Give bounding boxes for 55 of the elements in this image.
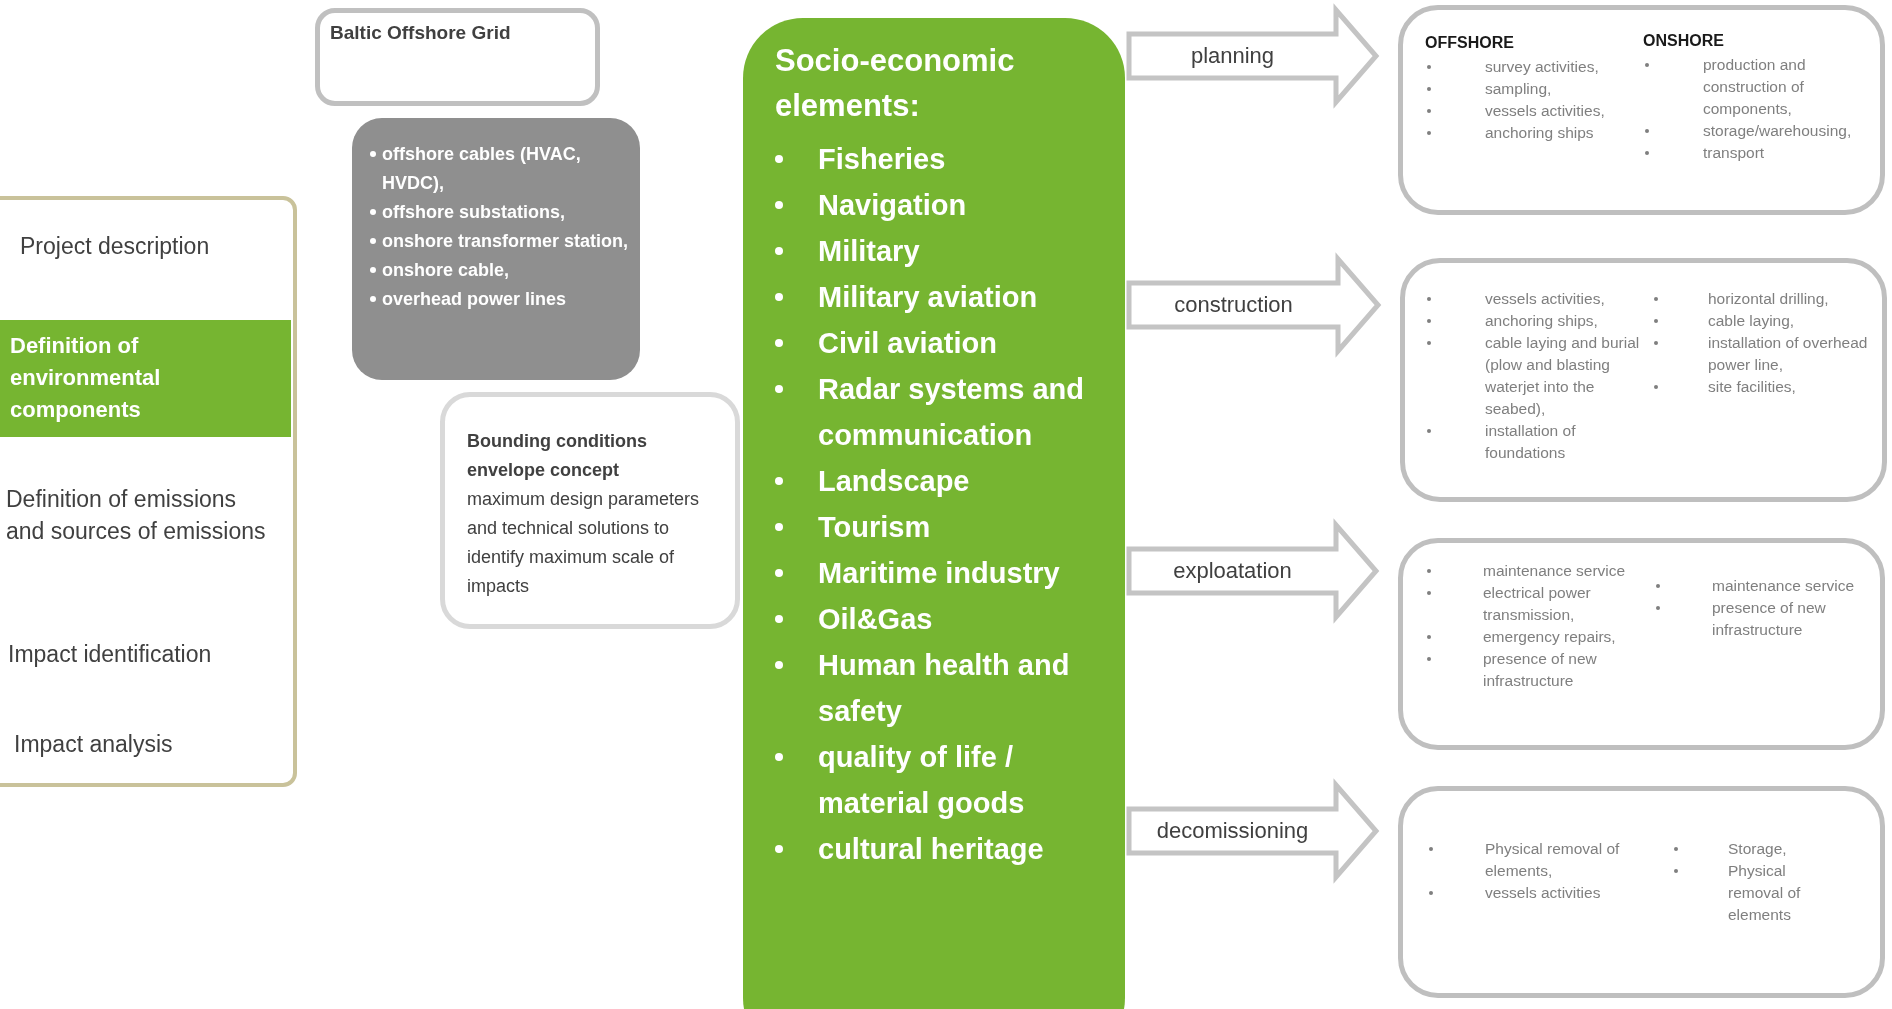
step-label: Definition of environmental components bbox=[10, 332, 162, 424]
list-item-text: cultural heritage bbox=[818, 832, 1045, 867]
step-label: Definition of emissions and sources of emissions bbox=[6, 485, 267, 546]
column-heading: ONSHORE bbox=[1643, 31, 1725, 51]
list-item-text: presence of new infrastructure bbox=[1483, 649, 1598, 691]
box-description: maximum design parameters and technical solutions to identify maximum scale of impacts bbox=[467, 488, 701, 598]
activities-box bbox=[1398, 5, 1885, 215]
list-item-text: Storage, bbox=[1728, 839, 1788, 859]
list-item-text: anchoring ships bbox=[1485, 123, 1595, 143]
list-item-text: Physical removal of elements bbox=[1728, 861, 1802, 925]
components-box bbox=[352, 118, 640, 380]
list-item-text: anchoring ships, bbox=[1485, 311, 1599, 331]
list-item-text: overhead power lines bbox=[382, 288, 568, 311]
activities-box bbox=[1400, 258, 1887, 502]
list-item-text: cable laying, bbox=[1708, 311, 1796, 331]
list-item-text: Military bbox=[818, 234, 921, 269]
list-item-text: Oil&Gas bbox=[818, 602, 934, 637]
step-label: Project description bbox=[20, 232, 211, 261]
list-item-text: site facilities, bbox=[1708, 377, 1797, 397]
list-item-text: installation of foundations bbox=[1485, 421, 1577, 463]
list-item-text: onshore transformer station, bbox=[382, 230, 630, 253]
list-item-text: Tourism bbox=[818, 510, 932, 545]
list-item-text: vessels activities bbox=[1485, 883, 1602, 903]
list-item-text: vessels activities, bbox=[1485, 289, 1606, 309]
steps-panel bbox=[0, 196, 297, 787]
concept-box bbox=[440, 392, 740, 629]
list-item-text: offshore substations, bbox=[382, 201, 566, 224]
box-heading: Baltic Offshore Grid bbox=[330, 21, 512, 45]
list-item-text: transport bbox=[1703, 143, 1766, 163]
step-label: Impact identification bbox=[8, 640, 213, 669]
column-heading: OFFSHORE bbox=[1425, 33, 1515, 53]
list-item-text: Fisheries bbox=[818, 142, 947, 177]
list-item-text: Maritime industry bbox=[818, 556, 1061, 591]
list-item-text: sampling, bbox=[1485, 79, 1553, 99]
project-box bbox=[315, 8, 600, 106]
activities-box bbox=[1398, 786, 1885, 998]
list-item-text: Landscape bbox=[818, 464, 971, 499]
socio-economic-panel bbox=[743, 18, 1125, 1009]
list-item-text: maintenance service bbox=[1712, 576, 1856, 596]
panel-heading: Socio-economic elements: bbox=[775, 42, 1016, 125]
activities-box bbox=[1398, 538, 1885, 750]
list-item-text: vessels activities, bbox=[1485, 101, 1606, 121]
list-item-text: survey activities, bbox=[1485, 57, 1600, 77]
list-item-text: onshore cable, bbox=[382, 259, 511, 282]
list-item-text: storage/warehousing, bbox=[1703, 121, 1853, 141]
highlighted-step-band bbox=[0, 320, 291, 437]
list-item-text: maintenance service bbox=[1483, 561, 1627, 581]
list-item-text: Navigation bbox=[818, 188, 968, 223]
list-item-text: presence of new infrastructure bbox=[1712, 598, 1827, 640]
list-item-text: Military aviation bbox=[818, 280, 1039, 315]
list-item-text: emergency repairs, bbox=[1483, 627, 1617, 647]
list-item-text: Radar systems and communication bbox=[818, 372, 1085, 453]
step-label: Impact analysis bbox=[14, 730, 174, 759]
list-item-text: horizontal drilling, bbox=[1708, 289, 1830, 309]
list-item-text: Civil aviation bbox=[818, 326, 998, 361]
